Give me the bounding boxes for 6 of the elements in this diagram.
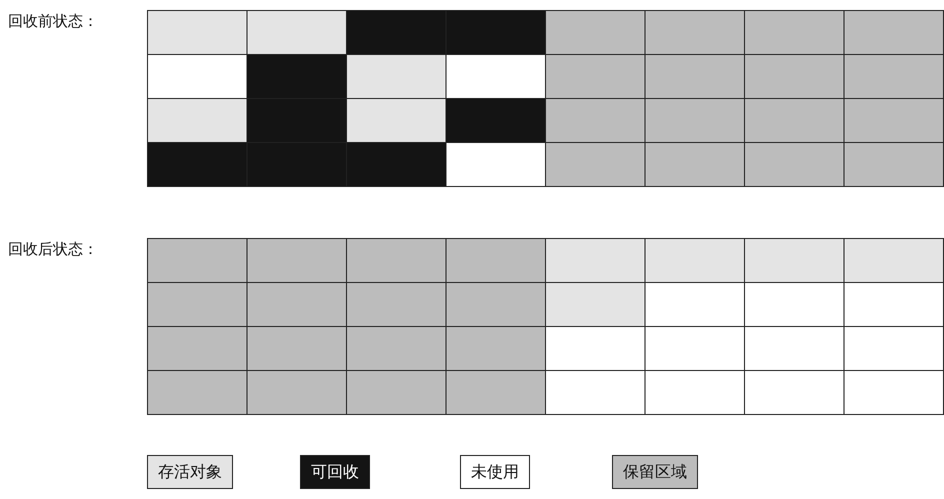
- legend-text: 保留区域: [623, 462, 687, 482]
- state-label: 回收前状态：: [8, 12, 98, 31]
- state-label: 回收后状态：: [8, 240, 98, 259]
- legend-text: 存活对象: [158, 462, 222, 482]
- legend-text: 未使用: [471, 462, 519, 482]
- legend-text: 可回收: [311, 462, 359, 482]
